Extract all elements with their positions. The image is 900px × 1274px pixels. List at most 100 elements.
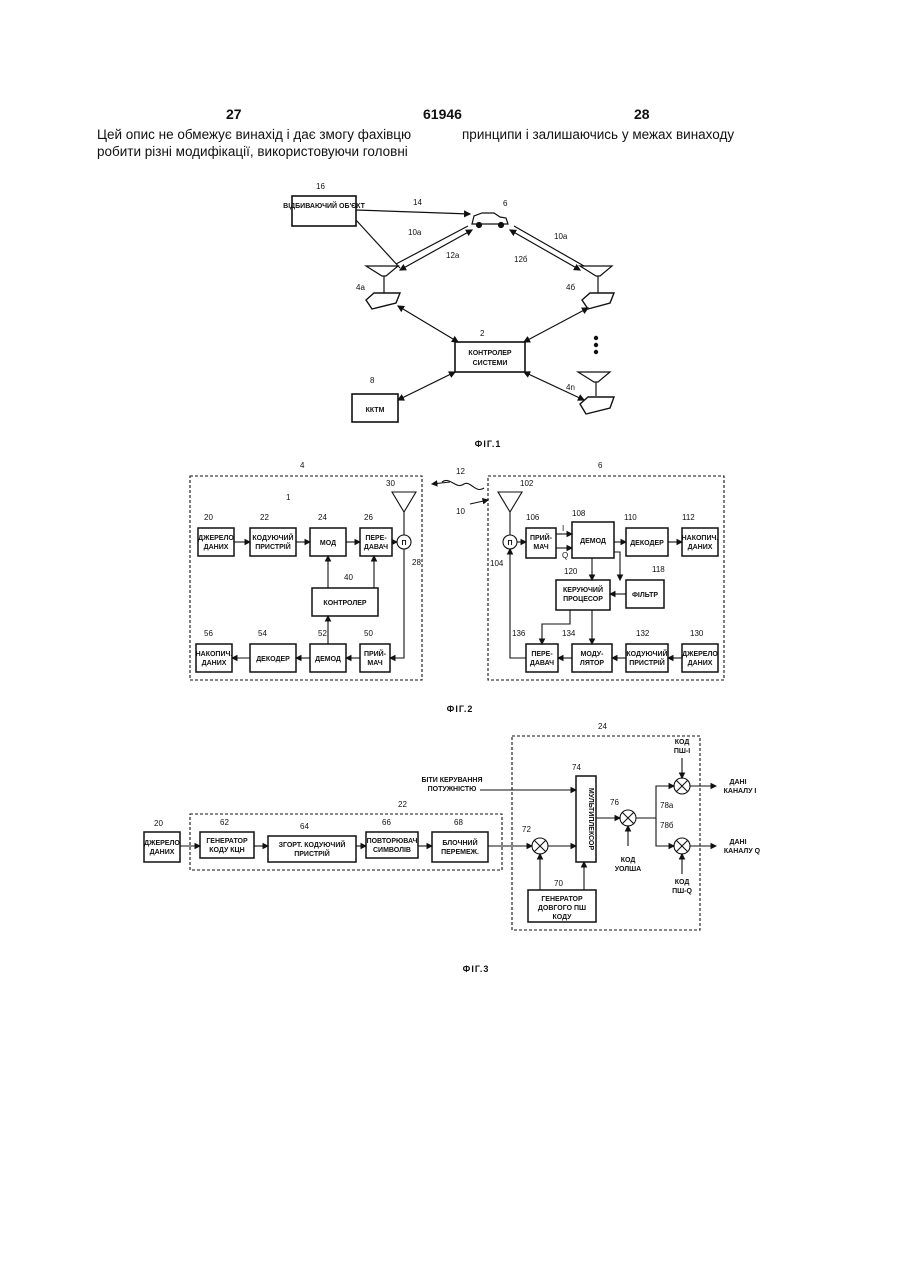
ellipsis-dot (594, 343, 597, 346)
modulator-134-block (572, 644, 612, 672)
f3-ref-78b: 78б (660, 821, 674, 830)
ref-I: I (562, 524, 564, 533)
source-label-1: ДЖЕРЕЛО (198, 535, 234, 542)
block-interleaver-block (432, 832, 488, 862)
tx-label-2: ДАВАЧ (364, 544, 388, 551)
transmitter-block (360, 528, 392, 556)
symbol-repeater-block (366, 832, 418, 858)
ref-10a-right: 10a (554, 232, 568, 241)
r-rx-label-2: МАЧ (533, 544, 548, 551)
filter-label: ФІЛЬТР (632, 592, 658, 599)
ref-2: 2 (480, 329, 485, 338)
r-src-label-2: ДАНИХ (688, 660, 713, 667)
antenna-4b-icon (580, 266, 612, 276)
f3-ref-24: 24 (598, 722, 607, 731)
data-storage-block (196, 644, 232, 672)
figure-3 (144, 736, 716, 930)
ref-4b: 4б (566, 283, 575, 292)
r-demod-label: ДЕМОД (580, 538, 606, 545)
antenna-4a-icon (366, 266, 398, 276)
ref-10a-left: 10a (408, 228, 422, 237)
mod-label: МОД (320, 540, 336, 547)
r-duplex-label: П (507, 540, 512, 547)
ref-10: 10 (456, 507, 465, 516)
proc-label-1: КЕРУЮЧИЙ (563, 585, 603, 594)
modulator-label-1: МОДУ- (581, 651, 605, 658)
controller-label-2: СИСТЕМИ (473, 360, 508, 367)
f3-ref-22: 22 (398, 800, 407, 809)
ref-4: 4 (300, 461, 305, 470)
basestation-4b-block (582, 293, 614, 309)
demod-label: ДЕМОД (315, 656, 341, 663)
receiver-106-block (526, 528, 556, 558)
f3-ref-20: 20 (154, 819, 163, 828)
pnq-label-1: КОД (675, 879, 690, 886)
f3-ref-64: 64 (300, 822, 309, 831)
duplex-label: П (401, 540, 406, 547)
rep-label-1: ПОВТОРЮВАЧ (367, 838, 418, 845)
ref-52: 52 (318, 629, 327, 638)
longpn-label-1: ГЕНЕРАТОР (541, 896, 583, 903)
longpn-label-3: КОДУ (552, 914, 572, 921)
r-coder-label-2: ПРИСТРІЙ (629, 658, 665, 667)
controller-label: КОНТРОЛЕР (323, 600, 366, 607)
data-source-block (198, 528, 234, 556)
ref-136: 136 (512, 629, 526, 638)
ref-20: 20 (204, 513, 213, 522)
f3-source-label-1: ДЖЕРЕЛО (144, 840, 180, 847)
ref-118: 118 (652, 565, 665, 574)
antenna-30-icon (392, 492, 416, 512)
proc-label-2: ПРОЦЕСОР (563, 596, 603, 603)
mobile-station-icon (472, 213, 508, 228)
f3-ref-66: 66 (382, 818, 391, 827)
r-tx-label-1: ПЕРЕ- (531, 651, 553, 658)
ref-130: 130 (690, 629, 704, 638)
fig2-caption: ФІГ.2 (447, 704, 474, 714)
ref-8: 8 (370, 376, 375, 385)
f3-ref-62: 62 (220, 818, 229, 827)
power-bits-label-1: БІТИ КЕРУВАННЯ (421, 777, 482, 784)
f3-ref-70: 70 (554, 879, 563, 888)
mixer-72-icon (532, 838, 548, 854)
storage-112-block (682, 528, 718, 556)
ref-112: 112 (682, 513, 695, 522)
longpn-label-2: ДОВГОГО ПШ (538, 905, 586, 912)
rep-label-2: СИМВОЛІВ (373, 847, 411, 854)
ref-12a: 12a (446, 251, 460, 260)
r-rx-label-1: ПРИЙ- (530, 533, 553, 542)
ellipsis-dot (594, 350, 597, 353)
fig3-caption: ФІГ.3 (463, 964, 490, 974)
ref-4a: 4a (356, 283, 365, 292)
ref-30: 30 (386, 479, 395, 488)
basestation-4a-block (366, 293, 400, 309)
modulator-label-2: ЛЯТОР (580, 660, 604, 667)
store-label-1: НАКОПИЧ. (196, 651, 233, 658)
control-processor-block (556, 580, 610, 610)
reflector-block (292, 196, 356, 226)
mixer-78b-icon (674, 838, 690, 854)
ref-1: 1 (286, 493, 291, 502)
coder-132-block (626, 644, 668, 672)
ref-12: 12 (456, 467, 465, 476)
ref-106: 106 (526, 513, 540, 522)
antenna-102-icon (498, 492, 522, 512)
out-q-label-2: КАНАЛУ Q (724, 848, 761, 855)
basestation-4n-block (580, 397, 614, 414)
f3-ref-72: 72 (522, 825, 531, 834)
mixer-76-icon (620, 810, 636, 826)
ref-110: 110 (624, 513, 637, 522)
controller-label-1: КОНТРОЛЕР (468, 350, 511, 357)
f3-ref-76: 76 (610, 798, 619, 807)
link-10a-12b (510, 230, 580, 270)
crc-label-2: КОДУ КЦН (209, 847, 244, 854)
walsh-label-2: УОЛША (615, 866, 641, 873)
ref-14: 14 (413, 198, 422, 207)
ref-132: 132 (636, 629, 650, 638)
r-coder-label-1: КОДУЮЧИЙ (626, 649, 667, 658)
ref-102: 102 (520, 479, 534, 488)
conv-encoder-block (268, 836, 356, 862)
line-reflector-4a (356, 220, 400, 268)
ref-28: 28 (412, 558, 421, 567)
